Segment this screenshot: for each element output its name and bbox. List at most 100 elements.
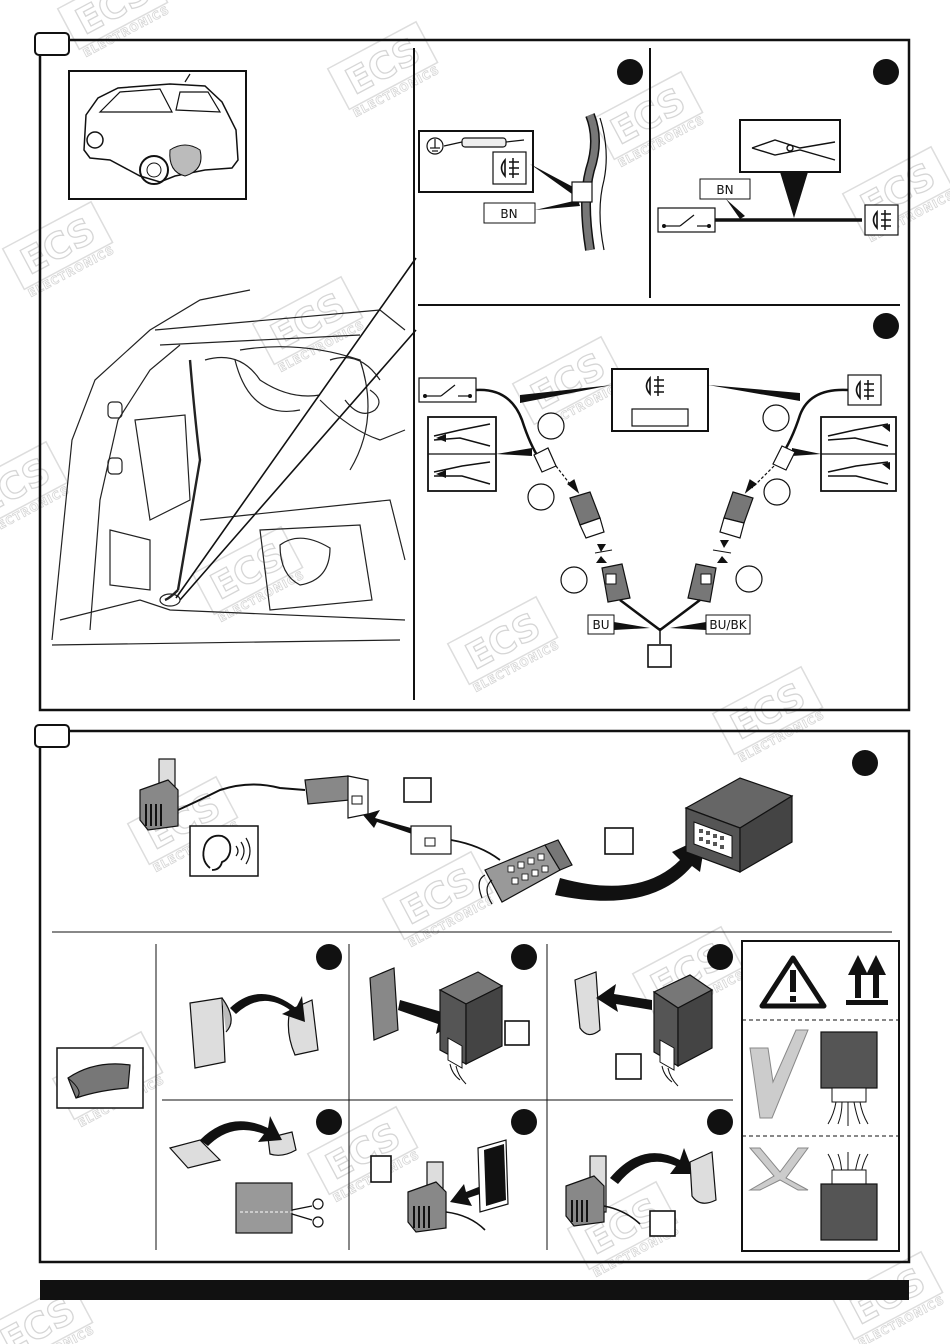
svg-text:BU/BK: BU/BK bbox=[709, 618, 747, 632]
step-circle bbox=[762, 404, 790, 432]
ear-sound-icon bbox=[189, 825, 259, 877]
warnings-panel bbox=[741, 940, 900, 1252]
flip-arrow bbox=[610, 1148, 694, 1184]
number-box bbox=[504, 1020, 530, 1046]
connector-housing-left bbox=[569, 491, 605, 539]
connector-plug-right bbox=[687, 563, 717, 603]
flip-arrow bbox=[230, 994, 305, 1022]
connect-arrow bbox=[555, 836, 706, 901]
module-upright bbox=[820, 1031, 878, 1126]
callout-arrow bbox=[726, 199, 745, 219]
substep-peel-backing bbox=[189, 944, 342, 1069]
buzzer-connector bbox=[304, 775, 369, 819]
car-thumbnail bbox=[68, 70, 247, 200]
callout-arrow bbox=[792, 448, 821, 456]
callout-arrow bbox=[614, 622, 650, 630]
module-inverted bbox=[820, 1152, 878, 1241]
warning-triangle-icon bbox=[759, 955, 827, 1009]
check-mark-icon bbox=[749, 1029, 809, 1119]
plug-arrow bbox=[363, 810, 418, 836]
control-module bbox=[684, 777, 794, 874]
step-marker bbox=[511, 1109, 537, 1135]
step-marker bbox=[873, 313, 899, 339]
adhesive-pad-icon bbox=[56, 1047, 144, 1109]
ground-icon bbox=[426, 137, 444, 155]
number-box bbox=[604, 827, 634, 855]
wire-right bbox=[778, 388, 849, 459]
fog-lamp-center-box bbox=[611, 368, 709, 432]
connector-plug-left bbox=[601, 563, 631, 603]
bu-bk-label-box: BU/BK bbox=[705, 614, 751, 635]
wire-left bbox=[475, 388, 542, 461]
switch-icon bbox=[657, 207, 716, 233]
section-2 bbox=[34, 724, 911, 1264]
step-marker bbox=[511, 944, 537, 970]
push-arrows-right bbox=[712, 540, 732, 563]
cross-mark-icon bbox=[748, 1147, 809, 1191]
this-way-up-icon bbox=[846, 955, 888, 1005]
step-circle bbox=[735, 565, 763, 593]
step-circle bbox=[537, 412, 565, 440]
step-tab-2 bbox=[34, 724, 70, 748]
panel-buzzer-connection bbox=[139, 750, 878, 905]
wire-harness-bundle bbox=[571, 113, 607, 251]
push-arrows-left bbox=[594, 544, 613, 563]
step-circle bbox=[763, 478, 791, 506]
step-circle bbox=[527, 483, 555, 511]
callout-arrow bbox=[496, 448, 532, 456]
panel-fog-wire-locate: BN bbox=[418, 59, 643, 251]
bn-label-box: BN bbox=[483, 202, 536, 224]
number-box bbox=[649, 1210, 676, 1237]
substep-final-peel bbox=[565, 1109, 733, 1237]
number-box bbox=[647, 644, 672, 668]
svg-text:BN: BN bbox=[716, 183, 733, 197]
crimping-tool-icon bbox=[427, 416, 497, 492]
step-marker bbox=[707, 944, 733, 970]
callout-arrow bbox=[535, 200, 580, 210]
step-tab-1 bbox=[34, 32, 70, 56]
connector-housing-right bbox=[719, 491, 754, 539]
step-circle bbox=[560, 566, 588, 594]
svg-text:BN: BN bbox=[500, 207, 517, 221]
substep-attach-pad-module bbox=[369, 944, 537, 1085]
flip-arrow bbox=[200, 1116, 282, 1146]
buzzer bbox=[139, 758, 179, 831]
rear-fog-lamp-icon bbox=[847, 374, 882, 406]
step-marker bbox=[316, 944, 342, 970]
number-box bbox=[615, 1053, 642, 1080]
callout-arrow bbox=[530, 164, 575, 194]
wire-cutter-icon bbox=[751, 139, 836, 161]
step-marker bbox=[873, 59, 899, 85]
test-probe bbox=[443, 137, 525, 148]
number-box bbox=[370, 1155, 392, 1183]
svg-text:BU: BU bbox=[592, 618, 609, 632]
step-marker bbox=[617, 59, 643, 85]
panel-connector-splice: BU BU/BK bbox=[418, 313, 899, 668]
rear-fog-lamp-icon bbox=[492, 151, 527, 185]
callout-arrow bbox=[520, 385, 612, 403]
section-1 bbox=[34, 32, 911, 712]
main-harness-connector bbox=[478, 839, 573, 905]
step-marker bbox=[316, 1109, 342, 1135]
number-box bbox=[403, 777, 432, 803]
substep-cut-pad bbox=[168, 1109, 342, 1234]
scissors-icon bbox=[291, 1198, 324, 1228]
callout-arrow bbox=[708, 385, 800, 401]
step-marker bbox=[852, 750, 878, 776]
switch-icon bbox=[418, 377, 477, 403]
crimping-tool-icon bbox=[820, 416, 897, 492]
callout-arrow bbox=[780, 172, 808, 218]
footer-bar bbox=[40, 1280, 909, 1300]
bu-label-box: BU bbox=[587, 614, 615, 635]
rear-fog-lamp-icon bbox=[864, 204, 899, 236]
zoom-callout-lines bbox=[175, 257, 417, 601]
terminal-right bbox=[744, 445, 796, 494]
pull-arrow bbox=[596, 984, 652, 1012]
substep-peel-module-pad bbox=[574, 944, 733, 1087]
callout-arrow bbox=[670, 622, 706, 630]
substep-mount-buzzer bbox=[370, 1109, 537, 1233]
terminal-left bbox=[533, 447, 580, 494]
step-marker bbox=[707, 1109, 733, 1135]
panel-cut-wire: BN bbox=[657, 59, 899, 236]
